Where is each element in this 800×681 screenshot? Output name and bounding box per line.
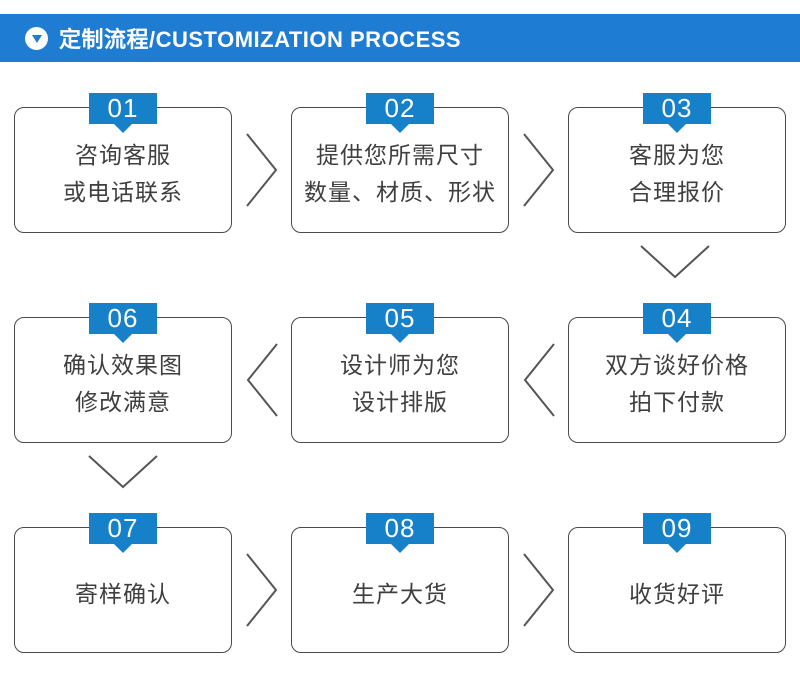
step-number-badge: 04 (643, 303, 711, 334)
connector-row-2 (0, 443, 800, 527)
step-text: 双方谈好价格 拍下付款 (605, 339, 749, 421)
step-box-01: 01 咨询客服 或电话联系 (14, 93, 232, 233)
step-text: 确认效果图 修改满意 (63, 339, 183, 421)
step-text: 咨询客服 或电话联系 (63, 129, 183, 211)
step-line: 生产大货 (352, 580, 448, 607)
step-line: 寄样确认 (75, 580, 171, 607)
step-box-05: 05 设计师为您 设计排版 (291, 303, 509, 443)
step-line: 合理报价 (629, 179, 725, 205)
step-number-badge: 07 (89, 513, 157, 544)
step-line: 双方谈好价格 (605, 352, 749, 378)
arrow-cell (232, 107, 291, 233)
step-text: 收货好评 (629, 568, 725, 613)
arrow-cell (509, 107, 568, 233)
arrow-right-icon (245, 553, 277, 627)
arrow-right-icon (522, 553, 554, 627)
step-number: 06 (107, 303, 139, 333)
arrow-down-icon (640, 245, 710, 279)
step-text: 提供您所需尺寸 数量、材质、形状 (304, 129, 496, 211)
down-triangle-glyph (31, 35, 42, 43)
step-text: 设计师为您 设计排版 (340, 339, 460, 421)
step-box-07: 07 寄样确认 (14, 513, 232, 653)
connector-row-1 (0, 233, 800, 317)
step-line: 数量、材质、形状 (304, 179, 496, 205)
step-number-badge: 06 (89, 303, 157, 334)
step-number-badge: 08 (366, 513, 434, 544)
step-number-badge: 05 (366, 303, 434, 334)
step-line: 确认效果图 (63, 352, 183, 378)
arrow-left-icon (523, 343, 555, 417)
flow-row-1: 01 咨询客服 或电话联系 02 提供您所需尺寸 数量、材质、形状 03 客服为… (0, 93, 800, 233)
step-text: 生产大货 (352, 568, 448, 613)
section-header: 定制流程/CUSTOMIZATION PROCESS (0, 14, 800, 62)
step-number-badge: 02 (366, 93, 434, 124)
step-line: 设计排版 (352, 389, 448, 415)
step-number-badge: 09 (643, 513, 711, 544)
arrow-cell (509, 317, 568, 443)
step-line: 拍下付款 (629, 389, 725, 415)
section-title: 定制流程/CUSTOMIZATION PROCESS (59, 27, 462, 52)
step-line: 客服为您 (629, 142, 725, 168)
step-line: 提供您所需尺寸 (316, 142, 484, 168)
step-line: 修改满意 (75, 389, 171, 415)
arrow-cell (509, 527, 568, 653)
step-text: 寄样确认 (75, 568, 171, 613)
step-line: 设计师为您 (340, 352, 460, 378)
arrow-right-icon (522, 133, 554, 207)
step-box-03: 03 客服为您 合理报价 (568, 93, 786, 233)
arrow-left-icon (246, 343, 278, 417)
step-number-badge: 01 (89, 93, 157, 124)
flow-row-3: 07 寄样确认 08 生产大货 09 收货好评 (0, 513, 800, 653)
step-line: 咨询客服 (75, 142, 171, 168)
step-number-badge: 03 (643, 93, 711, 124)
step-box-09: 09 收货好评 (568, 513, 786, 653)
arrow-right-icon (245, 133, 277, 207)
step-number: 07 (107, 513, 139, 543)
step-number: 05 (384, 303, 416, 333)
step-line: 或电话联系 (63, 179, 183, 205)
step-number: 01 (107, 93, 139, 123)
step-box-06: 06 确认效果图 修改满意 (14, 303, 232, 443)
step-text: 客服为您 合理报价 (629, 129, 725, 211)
step-number: 02 (384, 93, 416, 123)
step-box-02: 02 提供您所需尺寸 数量、材质、形状 (291, 93, 509, 233)
circle-down-arrow-icon (25, 26, 48, 50)
arrow-cell (232, 527, 291, 653)
step-box-08: 08 生产大货 (291, 513, 509, 653)
step-line: 收货好评 (629, 580, 725, 607)
step-number: 09 (661, 513, 693, 543)
step-number: 04 (661, 303, 693, 333)
arrow-down-icon (88, 455, 158, 489)
step-box-04: 04 双方谈好价格 拍下付款 (568, 303, 786, 443)
flow-row-2: 06 确认效果图 修改满意 05 设计师为您 设计排版 04 双方谈好价格 拍下… (0, 303, 800, 443)
step-number: 03 (661, 93, 693, 123)
step-number: 08 (384, 513, 416, 543)
arrow-cell (232, 317, 291, 443)
